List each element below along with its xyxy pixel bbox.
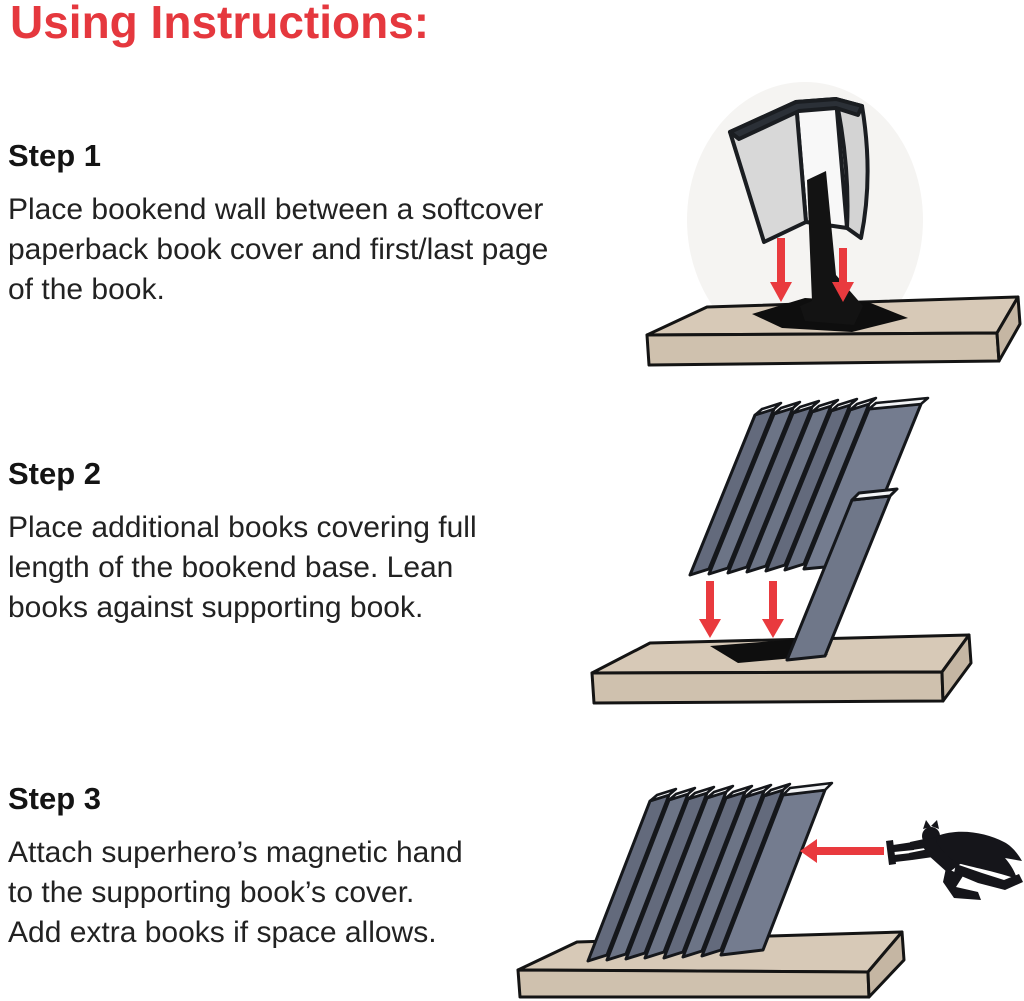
superhero-cape: [936, 831, 1022, 879]
step-1-line-2: paperback book cover and first/last page: [8, 233, 549, 266]
step-3-line-2: to the supporting book’s cover.: [8, 876, 415, 909]
down-arrow-left-shaft: [706, 581, 714, 621]
down-arrow-icons: [770, 238, 854, 302]
step-3-drawing: [516, 781, 1023, 999]
page-top-edges: [753, 396, 930, 417]
left-arrow-icon: [800, 839, 884, 863]
step-2-line-2: length of the bookend base. Lean: [8, 551, 454, 584]
superhero-torso: [920, 836, 963, 873]
down-arrow-left-head: [770, 282, 792, 302]
book-top-edge: [728, 97, 864, 141]
page-title: Using Instructions:: [10, 0, 430, 48]
step-1-line-1: Place bookend wall between a softcover: [8, 193, 544, 226]
down-arrow-right-head: [762, 619, 784, 638]
down-arrow-icons: [699, 581, 784, 638]
step-2-line-3: books against supporting book.: [8, 591, 424, 624]
supporting-book: [785, 487, 899, 662]
bookend-wall: [800, 171, 863, 325]
superhero-leg: [954, 864, 1023, 890]
step-2-illustration: [560, 385, 1002, 722]
superhero-icon: [886, 820, 1023, 900]
step-3-section: Step 3 Attach superhero’s magnetic hand …: [8, 781, 463, 953]
book-page-block: [834, 97, 870, 240]
page-top-edges: [648, 781, 834, 803]
down-arrow-left-shaft: [777, 238, 785, 284]
step-1-illustration: [600, 70, 1024, 390]
step-1-heading: Step 1: [8, 138, 102, 173]
book-stack: [586, 781, 834, 963]
down-arrow-right-head: [832, 282, 854, 302]
step-1-description: Place bookend wall between a softcover p…: [8, 190, 548, 310]
step-3-illustration: [500, 765, 1024, 1001]
step-3-description: Attach superhero’s magnetic hand to the …: [8, 833, 463, 953]
magnetic-hand-plate: [886, 840, 896, 865]
step-2-heading: Step 2: [8, 456, 102, 491]
step-1-line-3: of the book.: [8, 273, 165, 306]
down-arrow-right-shaft: [769, 581, 777, 621]
shelf: [590, 633, 973, 705]
left-arrow-head: [800, 839, 817, 863]
down-arrow-left-head: [699, 619, 721, 638]
step-3-heading: Step 3: [8, 781, 102, 816]
step-2-line-1: Place additional books covering full: [8, 511, 477, 544]
step-1-drawing: [645, 82, 1022, 367]
step-1-section: Step 1 Place bookend wall between a soft…: [8, 138, 548, 310]
step-3-line-1: Attach superhero’s magnetic hand: [8, 836, 463, 869]
book-stack: [688, 396, 930, 577]
down-arrow-right-shaft: [839, 248, 847, 284]
step-2-drawing: [590, 396, 973, 705]
step-2-section: Step 2 Place additional books covering f…: [8, 456, 477, 628]
left-arrow-shaft: [817, 847, 884, 855]
step-2-description: Place additional books covering full len…: [8, 508, 477, 628]
step-3-line-3: Add extra books if space allows.: [8, 916, 437, 949]
superhero-leg: [943, 868, 981, 900]
